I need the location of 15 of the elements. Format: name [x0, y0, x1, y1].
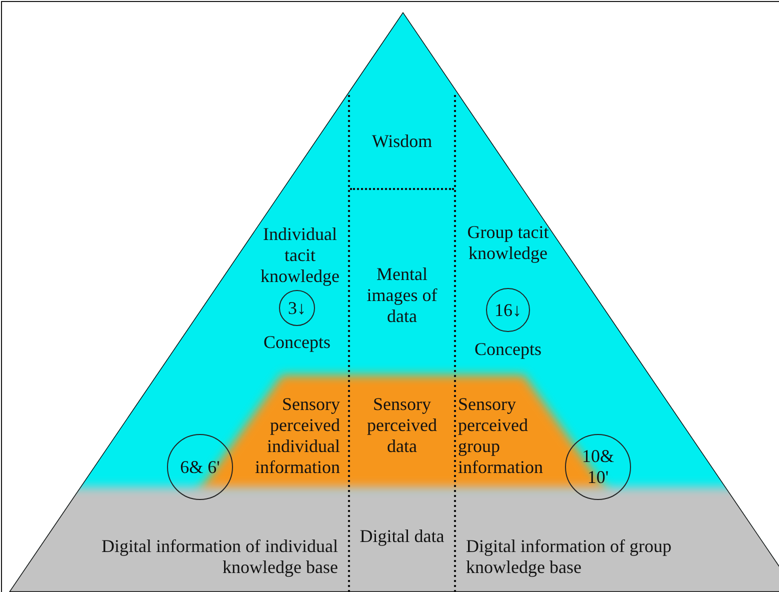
layer-label: Digital information of individual knowledge base — [100, 536, 338, 578]
step-circle: 6& 6' — [167, 434, 233, 500]
step-circle: 3↓ — [279, 290, 315, 326]
layer-label: Digital data — [358, 526, 446, 547]
concepts-label: Concepts — [474, 339, 542, 360]
wisdom-box: Wisdom — [350, 95, 454, 190]
layer-label: Sensory perceived individual information — [254, 394, 340, 478]
knowledge-label: Individual tacit knowledge — [260, 224, 340, 287]
layer-label: Sensory perceived data — [366, 394, 438, 457]
layer-label: Sensory perceived group information — [458, 394, 544, 478]
concepts-label: Concepts — [262, 332, 332, 353]
layer-label: Digital information of group knowledge base — [466, 536, 672, 578]
step-circle: 16↓ — [486, 288, 530, 332]
layer-label: Mental images of data — [366, 264, 438, 327]
knowledge-label: Group tacit knowledge — [466, 222, 550, 264]
